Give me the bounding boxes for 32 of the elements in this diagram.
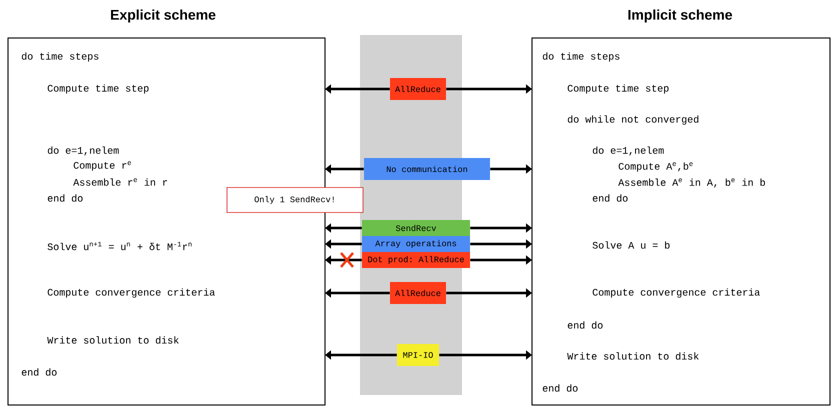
code-line: do e=1,nelem	[48, 146, 119, 156]
code-line: Compute A$^{e}$,b$^{e}$	[618, 162, 693, 172]
communication-tag: Dot prod: AllReduce	[362, 252, 470, 268]
code-line: do while not converged	[568, 115, 698, 125]
code-line: Write solution to disk	[567, 352, 699, 360]
communication-tag: No communication	[364, 158, 490, 180]
code-line: end do	[592, 194, 628, 202]
code-line: do e=1,nelem	[592, 146, 664, 156]
code-line: end do	[542, 384, 578, 392]
communication-tag: Array operations	[362, 236, 470, 252]
code-line: Compute convergence criteria	[592, 288, 760, 298]
communication-tag: MPI-IO	[397, 344, 439, 366]
code-line: Assemble A$^{e}$ in A, b$^{e}$ in b	[618, 178, 765, 188]
code-line: Compute convergence criteria	[48, 288, 215, 298]
code-line: Compute time step	[568, 84, 669, 94]
code-line: end do	[48, 194, 83, 202]
code-line: Compute time step	[48, 84, 149, 94]
code-line: do time steps	[22, 52, 98, 62]
communication-tag: AllReduce	[390, 282, 446, 304]
code-line: Write solution to disk	[47, 336, 179, 344]
panel-title: Explicit scheme	[111, 9, 216, 23]
code-line: end do	[22, 368, 57, 376]
code-line: end do	[568, 321, 603, 329]
code-line: do time steps	[542, 52, 620, 62]
communication-tag: SendRecv	[362, 220, 470, 236]
code-line: Solve u$^{n+1}$ = u$^{n}$ + δt M$^{-1}$r$^{n}$	[48, 242, 192, 250]
code-line: Solve A u = b	[592, 241, 670, 249]
callout-box: Only 1 SendRecv!	[226, 187, 364, 213]
code-line: Assemble r$^{e}$ in r	[73, 178, 168, 186]
panel-title: Implicit scheme	[628, 9, 732, 23]
communication-tag: AllReduce	[390, 78, 446, 100]
code-line: Compute r$^{e}$	[74, 161, 131, 171]
